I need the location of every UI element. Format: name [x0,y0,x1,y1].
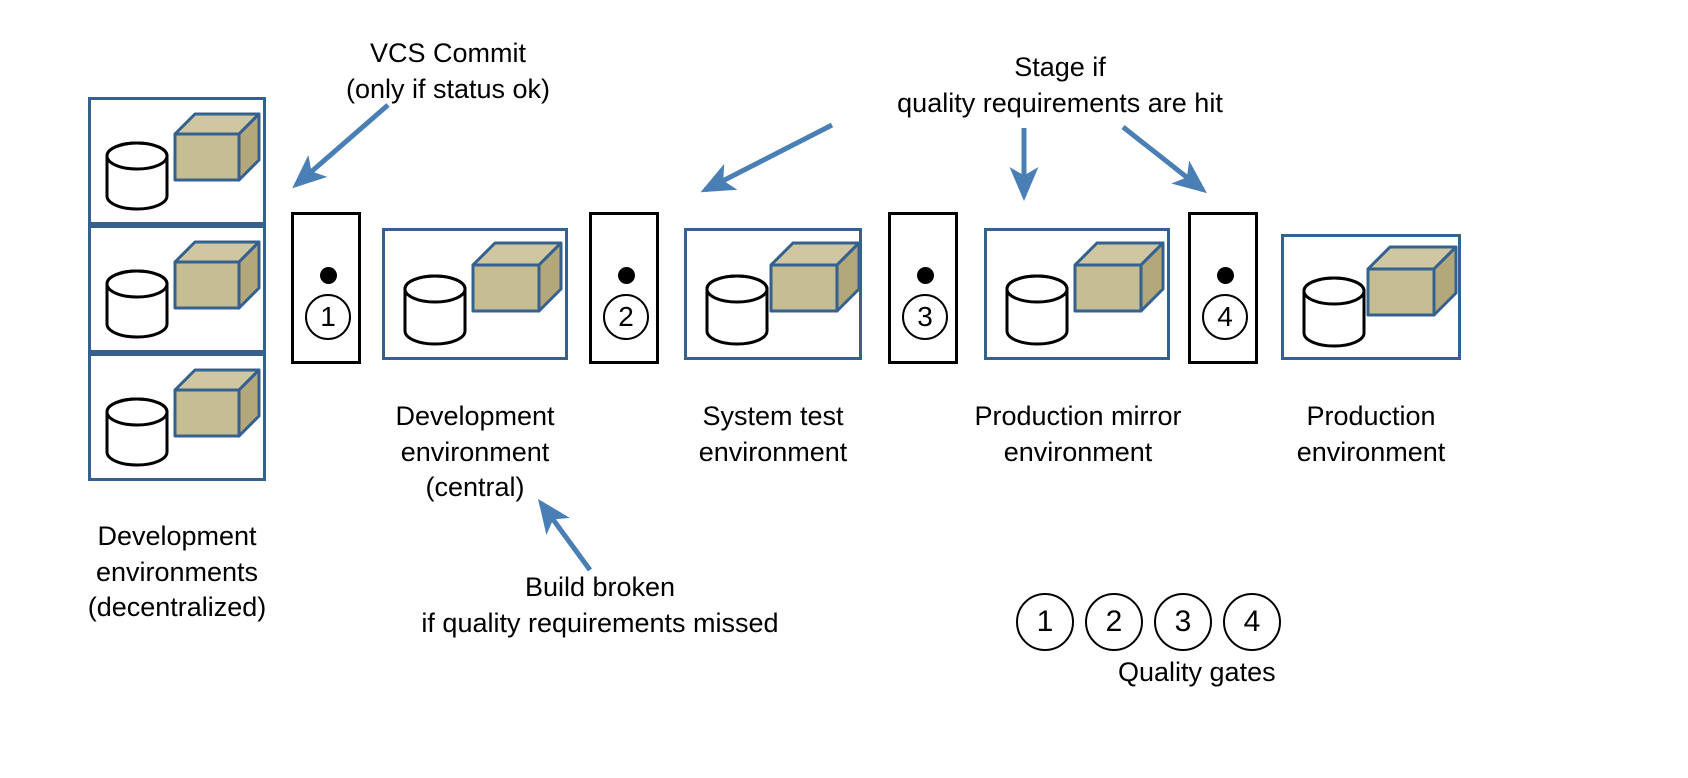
caption-production: Production environment [1296,401,1446,467]
env-development-decentralized-panel-1 [88,97,266,225]
gate-status-dot-icon [320,267,337,284]
server-cube-icon [173,112,261,182]
server-cube-icon [1073,241,1165,313]
server-cube-icon [1366,245,1458,317]
gate-number-badge: 4 [1202,294,1248,340]
gate-number-badge: 3 [902,294,948,340]
server-cube-icon [173,240,261,310]
env-development-central [382,228,568,360]
gate-number-badge: 1 [305,294,351,340]
caption-production-mirror: Production mirror environment [974,401,1182,467]
annotation-stage-if: Stage if quality requirements are hit [897,52,1223,118]
database-cylinder-icon [105,141,169,211]
gate-status-dot-icon [618,267,635,284]
env-development-decentralized-panel-2 [88,225,266,353]
annotation-build-broken: Build broken if quality requirements mis… [421,572,779,638]
database-cylinder-icon [105,269,169,339]
arrow-vcs-commit [292,103,390,189]
legend-gate-circle-1: 1 [1016,593,1074,651]
env-system-test [684,228,862,360]
server-cube-icon [173,368,261,438]
quality-gate-4[interactable]: 4 [1188,212,1258,364]
database-cylinder-icon [403,274,467,346]
database-cylinder-icon [105,397,169,467]
quality-gate-1[interactable]: 1 [291,212,361,364]
caption-system-test: System test environment [698,401,848,467]
database-cylinder-icon [1005,274,1069,346]
gate-status-dot-icon [917,267,934,284]
gate-status-dot-icon [1217,267,1234,284]
arrow-stage-system-test [700,122,834,193]
database-cylinder-icon [705,274,769,346]
legend-label-quality-gates: Quality gates [1118,657,1276,687]
env-production [1281,234,1461,360]
env-production-mirror [984,228,1170,360]
caption-development-decentralized: Development environments (decentralized) [87,521,267,623]
server-cube-icon [769,241,861,313]
env-development-decentralized-panel-3 [88,353,266,481]
arrow-build-broken [538,498,593,572]
caption-development-central: Development environment (central) [395,401,555,503]
quality-gate-2[interactable]: 2 [589,212,659,364]
database-cylinder-icon [1302,276,1366,348]
quality-gate-3[interactable]: 3 [888,212,958,364]
annotation-vcs-commit: VCS Commit (only if status ok) [345,38,551,104]
legend-gate-circle-3: 3 [1154,593,1212,651]
legend-gate-circle-4: 4 [1223,593,1281,651]
arrow-stage-production [1121,125,1207,194]
legend-gate-circle-2: 2 [1085,593,1143,651]
gate-number-badge: 2 [603,294,649,340]
server-cube-icon [471,241,563,313]
